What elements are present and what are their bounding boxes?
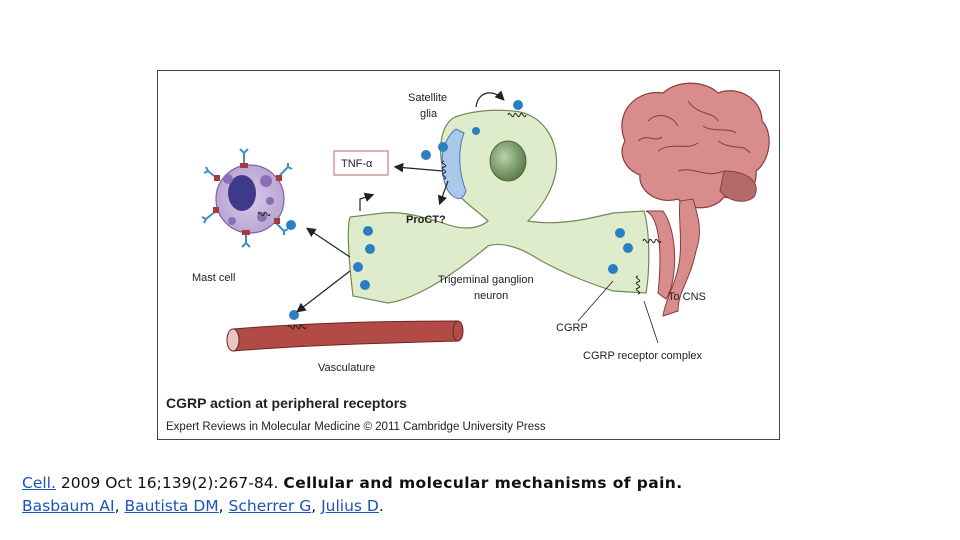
cgrp-diagram: Satellite glia TNF-α ProCT? Mast cell Tr… xyxy=(166,82,770,433)
trigeminal-neuron xyxy=(347,109,650,304)
label-cgrp: CGRP xyxy=(556,322,588,334)
author-link[interactable]: Julius D xyxy=(321,497,379,515)
citation-authors: Basbaum AI, Bautista DM, Scherrer G, Jul… xyxy=(22,497,384,515)
label-tnf: TNF-α xyxy=(341,158,373,170)
citation: Cell. 2009 Oct 16;139(2):267-84. Cellula… xyxy=(22,472,942,518)
leader-lines xyxy=(577,280,659,344)
author-link[interactable]: Bautista DM xyxy=(124,497,219,515)
figure-caption-title: CGRP action at peripheral receptors xyxy=(166,395,407,411)
brain-icon xyxy=(621,82,770,317)
cgrp-dots xyxy=(353,100,633,290)
label-satellite: Satellite xyxy=(408,92,447,104)
label-mast-cell: Mast cell xyxy=(192,272,235,284)
article-title: Cellular and molecular mechanisms of pai… xyxy=(283,474,683,492)
mast-cell xyxy=(201,148,296,248)
label-cgrp-receptor: CGRP receptor complex xyxy=(583,350,703,362)
citation-details: 2009 Oct 16;139(2):267-84. xyxy=(60,474,279,492)
blood-vessel xyxy=(226,310,464,352)
figure-panel: Satellite glia TNF-α ProCT? Mast cell Tr… xyxy=(157,70,780,440)
journal-link[interactable]: Cell. xyxy=(22,474,56,492)
label-to-cns: To CNS xyxy=(668,291,706,303)
tnf-box xyxy=(333,150,389,176)
label-neuron: neuron xyxy=(474,290,508,302)
author-link[interactable]: Basbaum AI xyxy=(22,497,115,515)
author-link[interactable]: Scherrer G xyxy=(228,497,312,515)
label-trigeminal: Trigeminal ganglion xyxy=(438,274,534,286)
label-proct: ProCT? xyxy=(406,214,446,226)
receptor-squiggles xyxy=(257,112,662,330)
label-vasculature: Vasculature xyxy=(318,362,375,374)
arrows xyxy=(296,90,505,313)
label-glia: glia xyxy=(420,108,438,120)
figure-caption-source: Expert Reviews in Molecular Medicine © 2… xyxy=(166,421,546,433)
receptor-terminal xyxy=(645,210,676,300)
citation-line-1: Cell. 2009 Oct 16;139(2):267-84. Cellula… xyxy=(22,472,942,495)
